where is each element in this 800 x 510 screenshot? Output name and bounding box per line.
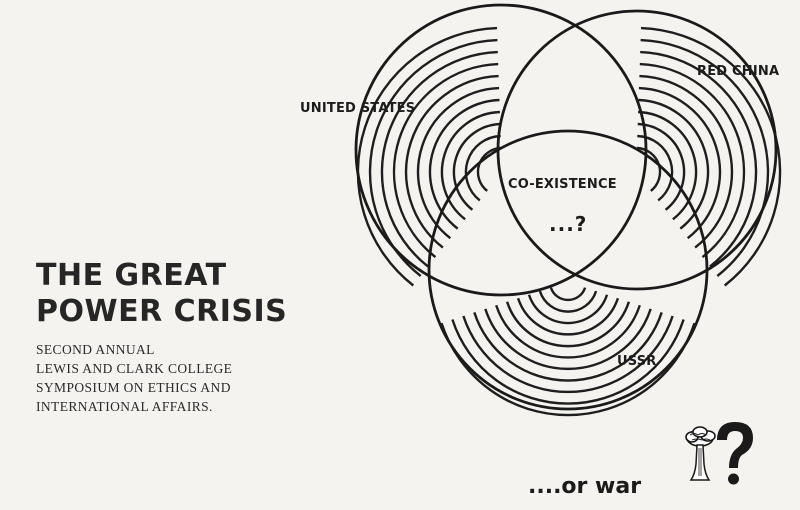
united-states-ring (416, 86, 500, 240)
united-states-ring (392, 62, 499, 259)
united-states-ring (404, 74, 499, 249)
ussr-ring (538, 290, 598, 313)
subtitle-line-1: SECOND ANNUAL (36, 342, 155, 357)
event-subtitle: SECOND ANNUAL LEWIS AND CLARK COLLEGE SY… (36, 340, 232, 416)
united-states-ring (440, 110, 500, 221)
ussr-ring (473, 312, 663, 382)
label-ussr: USSR (617, 354, 657, 369)
subtitle-line-2: LEWIS AND CLARK COLLEGE (36, 361, 233, 376)
ussr-circle (427, 129, 709, 411)
subtitle-line-4: INTERNATIONAL AFFAIRS. (36, 399, 213, 414)
united-states-ring (428, 98, 500, 230)
ussr-ring (440, 322, 696, 417)
red-china-ring (638, 86, 722, 240)
united-states-circle (354, 3, 648, 297)
red-china-ring (639, 74, 734, 249)
label-co-existence: CO-EXISTENCE (508, 177, 617, 192)
label-red-china: RED CHINA (697, 64, 780, 79)
red-china-ring (638, 98, 710, 230)
ussr-ring (484, 308, 652, 371)
united-states-ring (464, 134, 501, 202)
mushroom-cloud-icon (685, 422, 753, 485)
page-title: THE GREAT POWER CRISIS (36, 258, 287, 330)
ussr-ring (495, 304, 641, 359)
label-center-question: ...? (549, 212, 588, 236)
red-china-ring (636, 146, 662, 192)
ussr-ring (462, 315, 674, 394)
red-china-ring (637, 134, 674, 202)
label-united-states: UNITED STATES (300, 101, 416, 116)
ussr-ring (527, 294, 609, 325)
united-states-ring (380, 50, 498, 268)
ussr-ring (505, 301, 631, 348)
united-states-ring (452, 122, 501, 211)
red-china-ring (639, 62, 746, 259)
red-china-ring (638, 110, 698, 221)
question-mark-icon (717, 422, 753, 485)
red-china-ring (640, 38, 770, 277)
ussr-ring (516, 297, 620, 336)
ussr-ring (549, 287, 587, 302)
title-line-2: POWER CRISIS (36, 294, 288, 329)
united-states-ring (356, 26, 498, 287)
ussr-ring (451, 319, 685, 405)
red-china-ring (637, 122, 686, 211)
title-line-1: THE GREAT (36, 258, 227, 293)
subtitle-line-3: SYMPOSIUM ON ETHICS AND (36, 380, 231, 395)
or-war-text: ....or war (528, 474, 642, 499)
red-china-ring (640, 50, 758, 268)
